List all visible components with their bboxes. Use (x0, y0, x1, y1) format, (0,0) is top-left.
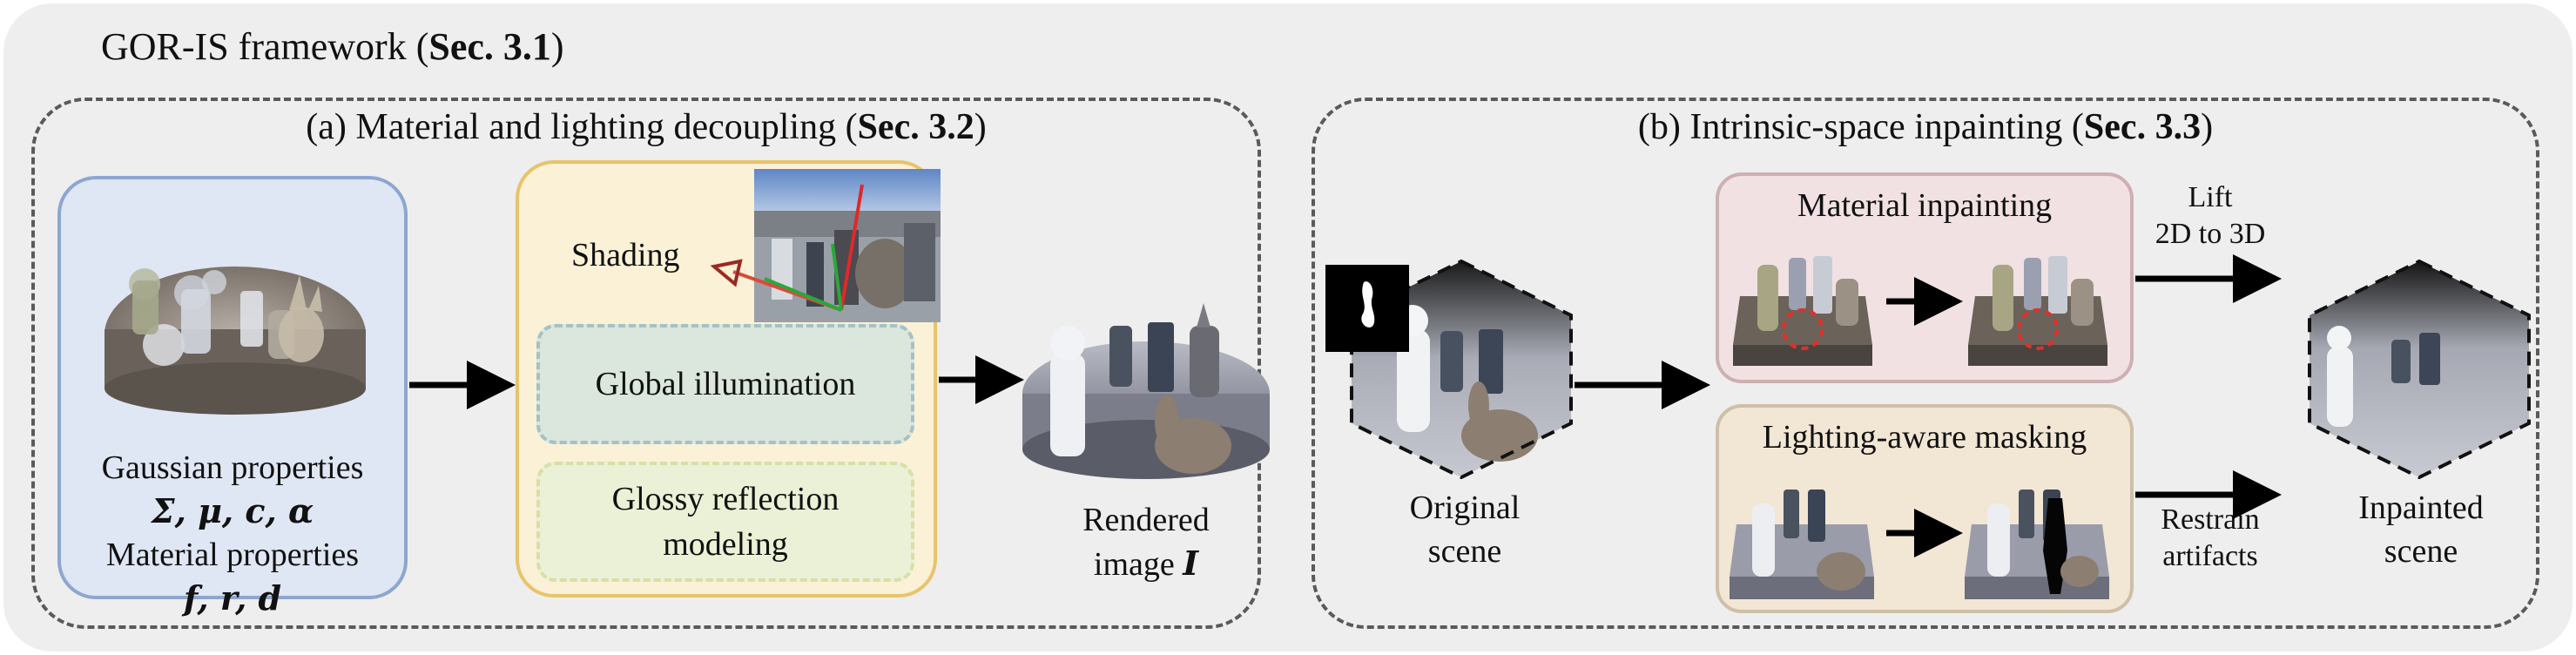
gaussian-properties-label: Gaussian properties (101, 449, 364, 486)
original-scene-label: Original scene (1409, 490, 1521, 570)
lighting-masking-title: Lighting-aware masking (1762, 419, 2087, 456)
lighting-masking-box: Lighting-aware masking (1716, 404, 2134, 613)
lighting-masking-images (1730, 490, 2109, 599)
panel-b-title: (b) Intrinsic-space inpainting (Sec. 3.3… (1637, 107, 2214, 147)
panel-material-lighting: (a) Material and lighting decoupling (Se… (31, 98, 1261, 629)
material-inpainting-title: Material inpainting (1797, 187, 2053, 224)
rendered-image-label: Rendered image I (1082, 502, 1210, 583)
gaussian-scene-image (105, 267, 366, 415)
original-scene-image (1325, 259, 1573, 479)
framework-background (3, 3, 2573, 652)
panel-intrinsic-inpainting: (b) Intrinsic-space inpainting (Sec. 3.3… (1312, 98, 2539, 629)
inpainted-scene-label: Inpainted scene (2358, 490, 2484, 570)
material-properties-symbols: f, r, d (183, 578, 282, 618)
panel-a-title: (a) Material and lighting decoupling (Se… (306, 107, 987, 147)
gaussian-properties-symbols: Σ, μ, c, α (151, 491, 314, 530)
environment-map-image (754, 169, 941, 322)
material-properties-label: Material properties (105, 537, 360, 573)
material-inpainting-box: Material inpainting (1716, 172, 2134, 383)
lift-label: Lift 2D to 3D (2155, 181, 2266, 250)
shading-label: Shading (571, 237, 680, 273)
global-illumination-box: Global illumination (536, 324, 914, 444)
shading-rays (710, 184, 864, 312)
gaussian-properties-box: Gaussian properties Σ, μ, c, α Material … (57, 176, 408, 618)
framework-title: GOR-IS framework (Sec. 3.1) (101, 25, 564, 68)
inpainted-scene-image (2308, 259, 2531, 479)
rendered-scene-image (1022, 303, 1270, 479)
material-inpainting-images (1733, 256, 2107, 366)
